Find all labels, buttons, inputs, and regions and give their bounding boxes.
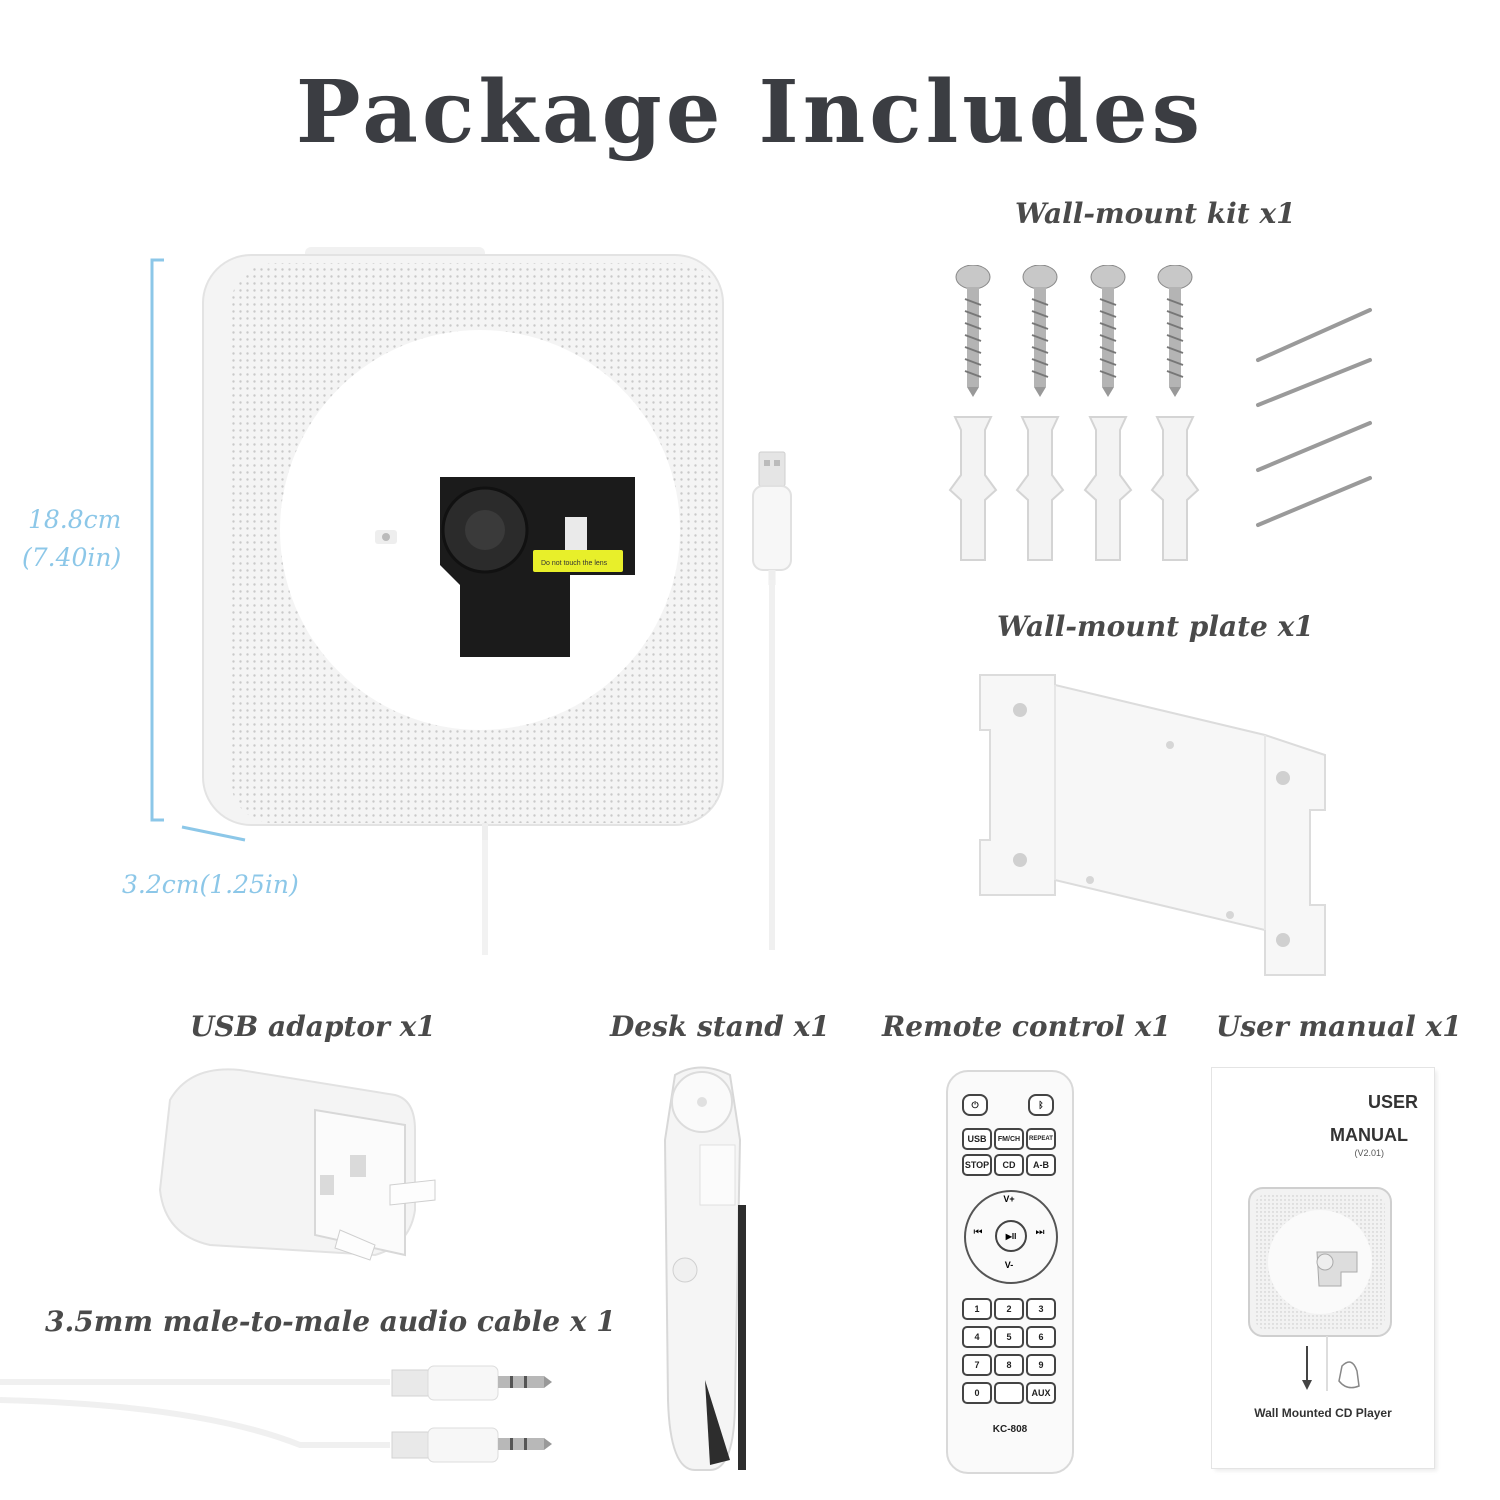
wall-plate-label: Wall-mount plate x1 [997, 610, 1314, 643]
height-in: (7.40in) [22, 543, 122, 572]
bluetooth-icon: ᛒ [1028, 1094, 1054, 1116]
remote-label: Remote control x1 [882, 1010, 1171, 1043]
lens-sticker: Do not touch the lens [541, 560, 608, 567]
audio-cable-image [0, 1365, 552, 1463]
usb-cable-image [752, 451, 792, 950]
height-cm: 18.8cm [28, 505, 122, 534]
remote-key-usb: USB [962, 1128, 992, 1150]
depth-dimension: 3.2cm(1.25in) [122, 870, 299, 899]
remote-key-0: 0 [962, 1382, 992, 1404]
remote-key-2: 2 [994, 1298, 1024, 1320]
desk-stand-label: Desk stand x1 [610, 1010, 830, 1043]
remote-key-vol-down: V- [1004, 1260, 1014, 1270]
remote-key-5: 5 [994, 1326, 1024, 1348]
usb-adaptor-image [158, 1068, 436, 1261]
remote-key-repeat: REPEAT [1026, 1128, 1056, 1150]
remote-key-1: 1 [962, 1298, 992, 1320]
remote-key-cd: CD [994, 1154, 1024, 1176]
manual-label: User manual x1 [1216, 1010, 1462, 1043]
manual-version: (V2.01) [1354, 1148, 1384, 1158]
manual-caption: Wall Mounted CD Player [1254, 1406, 1392, 1420]
remote-key-blank [994, 1382, 1024, 1404]
remote-key-8: 8 [994, 1354, 1024, 1376]
height-dimension-line [150, 258, 246, 842]
remote-key-4: 4 [962, 1326, 992, 1348]
wall-kit-label: Wall-mount kit x1 [1015, 197, 1296, 230]
previous-icon: ⏮ [973, 1227, 983, 1238]
lens-assembly: Do not touch the lens [440, 477, 635, 657]
page-title: Package Includes [295, 62, 1205, 163]
manual-title-line2: MANUAL [1330, 1125, 1408, 1145]
remote-model: KC-808 [992, 1424, 1028, 1435]
next-icon: ⏭ [1035, 1227, 1045, 1238]
nav-ring [964, 1190, 1058, 1284]
remote-key-6: 6 [1026, 1326, 1056, 1348]
play-pause-icon: ▶II [995, 1220, 1027, 1252]
remote-key-stop: STOP [962, 1154, 992, 1176]
manual-title-line1: USER [1367, 1092, 1418, 1112]
wall-mount-kit-image [948, 265, 1372, 561]
audio-cable-label: 3.5mm male-to-male audio cable x 1 [45, 1305, 616, 1338]
device-power-cable [482, 840, 488, 955]
remote-key-3: 3 [1026, 1298, 1056, 1320]
manual-cover-illustration [1248, 1187, 1392, 1391]
remote-key-aux: AUX [1026, 1382, 1056, 1404]
remote-key-7: 7 [962, 1354, 992, 1376]
remote-control: ⏻ ᛒ USB FM/CH REPEAT STOP CD A-B V+ V- ⏮… [946, 1070, 1074, 1474]
power-icon: ⏻ [962, 1094, 988, 1116]
usb-adaptor-label: USB adaptor x1 [190, 1010, 436, 1043]
remote-key-9: 9 [1026, 1354, 1056, 1376]
cd-player-image: Do not touch the lens [202, 247, 724, 845]
remote-key-vol-up: V+ [1003, 1194, 1015, 1204]
remote-key-ab: A-B [1026, 1154, 1056, 1176]
user-manual: USER MANUAL (V2.01) Wall Mounted CD Play… [1212, 1068, 1434, 1468]
remote-key-fmch: FM/CH [994, 1128, 1024, 1150]
wall-mount-plate-image [979, 674, 1326, 976]
desk-stand-image [663, 1066, 746, 1471]
